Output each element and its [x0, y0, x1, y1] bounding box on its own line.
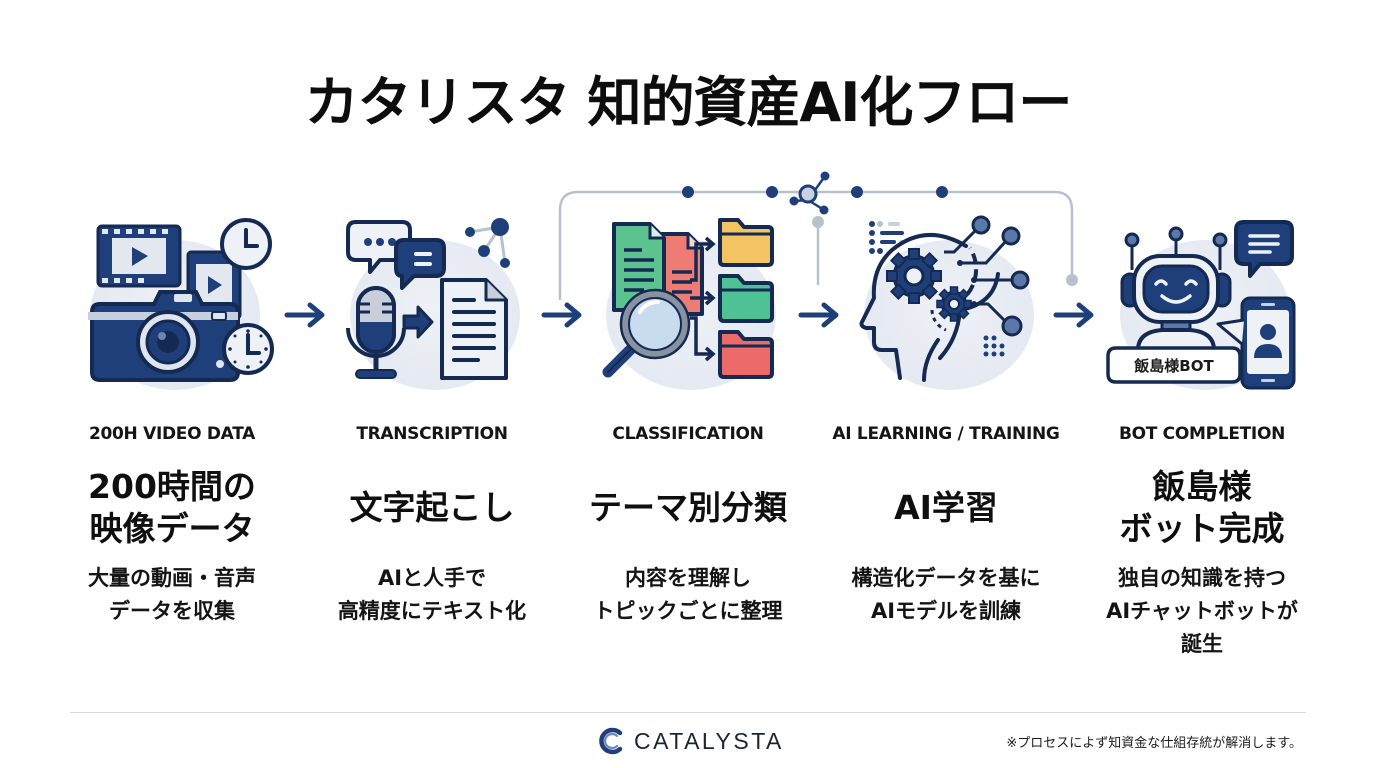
footer-note: ※プロセスによず知資金な仕組存統が解消します。	[1006, 736, 1302, 751]
step-jp-title: 飯島様 ボット完成	[1119, 467, 1285, 548]
step-en-label: CLASSIFICATION	[612, 424, 764, 444]
step-illustration	[62, 200, 282, 400]
step-en-label: 200H VIDEO DATA	[88, 424, 256, 444]
step-jp-description: 構造化データを基に AIモデルを訓練	[851, 566, 1041, 623]
flow-arrow-icon	[798, 302, 839, 328]
step-illustration	[836, 200, 1056, 400]
step-jp-description: 独自の知識を持つ AIチャットボットが 誕生	[1106, 566, 1298, 656]
video-camera-clock-icon	[88, 218, 274, 382]
catalysta-c-logo-icon	[599, 727, 623, 755]
step-illustration	[322, 200, 542, 400]
step-ai-learning: AI LEARNING / TRAINING AI学習 構造化データを基に AI…	[826, 200, 1066, 628]
step-illustration: 飯島様BOT	[1092, 200, 1312, 400]
documents-magnifier-folders-icon	[602, 218, 774, 379]
microphone-to-document-icon	[346, 218, 510, 380]
bot-name-badge: 飯島様BOT	[1133, 357, 1214, 375]
step-jp-description: AIと人手で 高精度にテキスト化	[337, 566, 527, 623]
step-video-data: 200H VIDEO DATA 200時間の 映像データ 大量の動画・音声 デー…	[52, 200, 292, 628]
catalysta-logo: CATALYSTA	[596, 726, 784, 756]
step-transcription: TRANSCRIPTION 文字起こし AIと人手で 高精度にテキスト化	[312, 200, 552, 628]
flow-arrow-icon	[541, 302, 582, 328]
step-en-label: BOT COMPLETION	[1118, 424, 1286, 444]
step-jp-title: 200時間の 映像データ	[88, 467, 256, 548]
footer-divider	[70, 712, 1306, 713]
step-classification: CLASSIFICATION テーマ別分類 内容を理解し トピックごとに整理	[568, 200, 808, 628]
step-bot-completion: 飯島様BOT BOT COMPLETION 飯島様 ボット完成 独自の知識を持つ…	[1082, 200, 1322, 661]
flow-arrow-icon	[1053, 302, 1094, 328]
step-jp-title: テーマ別分類	[589, 488, 787, 527]
robot-chatbot-icon: 飯島様BOT	[1106, 220, 1296, 390]
step-jp-title: 文字起こし	[349, 488, 515, 527]
step-en-label: TRANSCRIPTION	[356, 424, 508, 444]
step-en-label: AI LEARNING / TRAINING	[832, 424, 1060, 444]
flow-arrow-icon	[284, 302, 325, 328]
step-jp-description: 大量の動画・音声 データを収集	[88, 566, 256, 623]
logo-text: CATALYSTA	[634, 727, 784, 754]
step-illustration	[578, 200, 798, 400]
step-jp-description: 内容を理解し トピックごとに整理	[593, 566, 783, 623]
step-jp-title: AI学習	[894, 488, 998, 527]
page-title: カタリスタ 知的資産AI化フロー	[304, 71, 1073, 134]
ai-head-gears-icon	[859, 215, 1030, 382]
